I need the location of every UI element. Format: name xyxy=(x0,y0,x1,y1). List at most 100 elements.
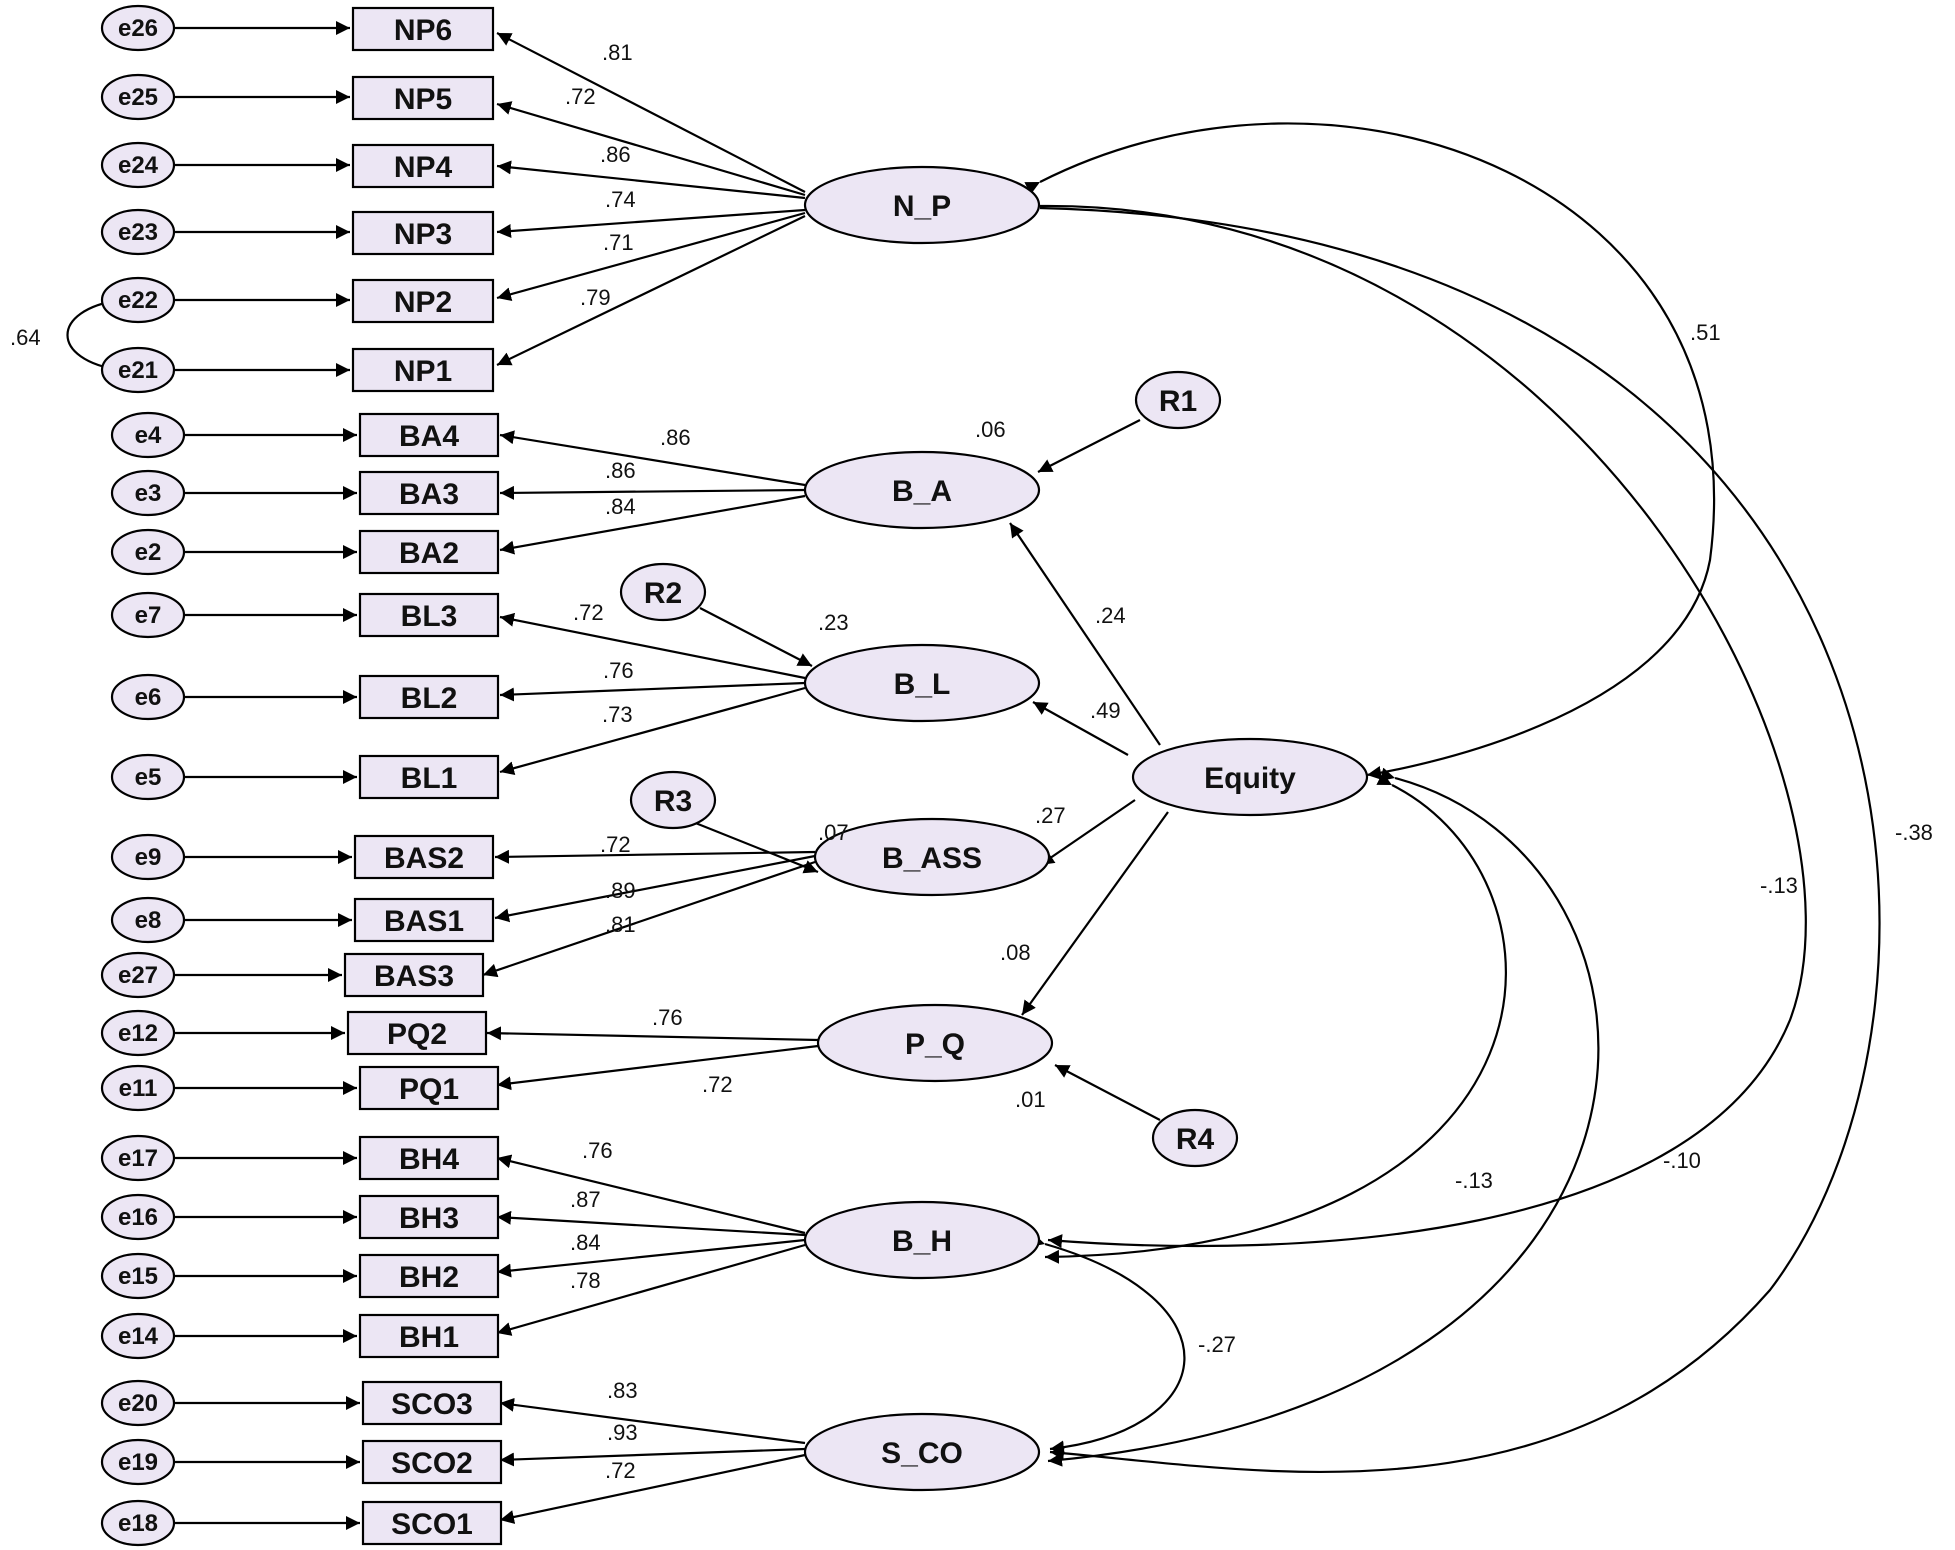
indicator-box xyxy=(358,1253,500,1299)
indicator-box xyxy=(358,1065,500,1111)
error-e2: e2 xyxy=(110,528,186,576)
error-circle xyxy=(100,1379,176,1427)
error-e25: e25 xyxy=(100,73,176,121)
loading-bh-bh2 xyxy=(496,1238,806,1278)
svg-text:R3: R3 xyxy=(654,785,692,818)
svg-text:e15: e15 xyxy=(118,1263,158,1290)
loading-bh-bh1 xyxy=(496,1243,806,1336)
loading-pq-pq2 xyxy=(486,1026,819,1042)
latent-ba: B_A xyxy=(803,450,1041,530)
svg-text:R4: R4 xyxy=(1176,1123,1215,1156)
cov-label-equity-sco: -.10 xyxy=(1663,1148,1701,1173)
svg-text:e11: e11 xyxy=(119,1075,158,1102)
svg-text:BH1: BH1 xyxy=(399,1321,459,1354)
indicator-box xyxy=(353,834,495,880)
svg-text:BH4: BH4 xyxy=(399,1143,459,1176)
arrow-r2-bl xyxy=(699,607,813,667)
svg-text:P_Q: P_Q xyxy=(905,1028,965,1061)
loading-label-bl2: .76 xyxy=(603,658,634,683)
loading-bh-bh4 xyxy=(496,1154,806,1235)
indicator-box xyxy=(351,143,495,189)
error-circle xyxy=(100,1134,176,1182)
loading-label-np4: .86 xyxy=(600,142,631,167)
svg-text:BH3: BH3 xyxy=(399,1202,459,1235)
loading-np-np5 xyxy=(496,101,806,197)
residual-r1: R1 xyxy=(1134,370,1222,430)
error-circle xyxy=(110,896,186,944)
svg-text:NP1: NP1 xyxy=(394,355,452,388)
svg-text:e27: e27 xyxy=(118,962,158,989)
indicator-box xyxy=(351,347,495,393)
svg-text:B_A: B_A xyxy=(892,475,952,508)
cov-bh-sco xyxy=(1029,1233,1186,1455)
error-e14: e14 xyxy=(100,1312,176,1360)
svg-text:NP5: NP5 xyxy=(394,83,452,116)
svg-text:NP2: NP2 xyxy=(394,286,452,319)
path-label-bl: .49 xyxy=(1090,698,1121,723)
error-e4: e4 xyxy=(110,411,186,459)
path-equity-ba xyxy=(1009,522,1161,746)
error-circle xyxy=(100,208,176,256)
error-e11: e11 xyxy=(100,1064,176,1112)
error-circle xyxy=(110,591,186,639)
rsq-label-ba: .06 xyxy=(975,417,1006,442)
svg-text:e22: e22 xyxy=(118,287,158,314)
arrow-r1-ba xyxy=(1037,419,1141,473)
indicator-box xyxy=(343,952,485,998)
svg-text:NP3: NP3 xyxy=(394,218,452,251)
indicator-box xyxy=(358,1194,500,1240)
svg-text:S_CO: S_CO xyxy=(881,1437,963,1470)
svg-text:PQ2: PQ2 xyxy=(387,1018,447,1051)
latent-bh: B_H xyxy=(803,1200,1041,1280)
indicator-box xyxy=(358,674,500,720)
loading-label-pq1: .72 xyxy=(702,1072,733,1097)
loading-label-bl1: .73 xyxy=(602,702,633,727)
indicator-pq2: PQ2 xyxy=(346,1010,488,1056)
svg-text:SCO1: SCO1 xyxy=(391,1508,473,1541)
svg-text:e9: e9 xyxy=(135,844,162,871)
loading-label-np5: .72 xyxy=(565,84,596,109)
error-circle xyxy=(100,276,176,324)
indicator-np5: NP5 xyxy=(351,75,495,121)
loading-label-np3: .74 xyxy=(605,187,636,212)
indicator-ba3: BA3 xyxy=(358,470,500,516)
error-circle xyxy=(110,469,186,517)
loading-label-bh4: .76 xyxy=(582,1138,613,1163)
error-e9: e9 xyxy=(110,833,186,881)
error-e19: e19 xyxy=(100,1438,176,1486)
indicator-box xyxy=(351,210,495,256)
cov-label-np-equity: .51 xyxy=(1690,320,1721,345)
indicator-bas2: BAS2 xyxy=(353,834,495,880)
svg-text:Equity: Equity xyxy=(1204,762,1296,795)
loading-ba-ba3 xyxy=(499,485,806,500)
indicator-ba2: BA2 xyxy=(358,529,500,575)
error-e7: e7 xyxy=(110,591,186,639)
svg-text:BA4: BA4 xyxy=(399,420,459,453)
svg-text:PQ1: PQ1 xyxy=(399,1073,459,1106)
indicator-box xyxy=(358,754,500,800)
loading-label-ba4: .86 xyxy=(660,425,691,450)
svg-text:BL2: BL2 xyxy=(401,682,458,715)
svg-text:BAS2: BAS2 xyxy=(384,842,464,875)
svg-text:NP6: NP6 xyxy=(394,14,452,47)
error-circle xyxy=(100,1009,176,1057)
indicator-ba4: BA4 xyxy=(358,412,500,458)
indicator-box xyxy=(358,1313,500,1359)
loading-bass-bas2 xyxy=(494,849,816,864)
loading-label-np1: .79 xyxy=(580,285,611,310)
residual-circle xyxy=(629,770,717,830)
coefficient-labels: .81 .72 .86 .74 .71 .79 .86 .86 .84 .72 … xyxy=(10,40,1933,1483)
cov-e21-e22 xyxy=(66,291,135,375)
svg-text:e16: e16 xyxy=(118,1204,158,1231)
latent-bass: B_ASS xyxy=(813,817,1051,897)
cov-label-np-sco: -.38 xyxy=(1895,820,1933,845)
error-e12: e12 xyxy=(100,1009,176,1057)
loading-label-sco3: .83 xyxy=(607,1378,638,1403)
arrow-r3-bass xyxy=(682,816,819,874)
svg-text:e26: e26 xyxy=(118,15,158,42)
svg-text:BAS1: BAS1 xyxy=(384,905,464,938)
loading-label-bh1: .78 xyxy=(570,1268,601,1293)
error-circle xyxy=(100,1064,176,1112)
svg-text:SCO3: SCO3 xyxy=(391,1388,473,1421)
indicator-box xyxy=(351,6,495,52)
